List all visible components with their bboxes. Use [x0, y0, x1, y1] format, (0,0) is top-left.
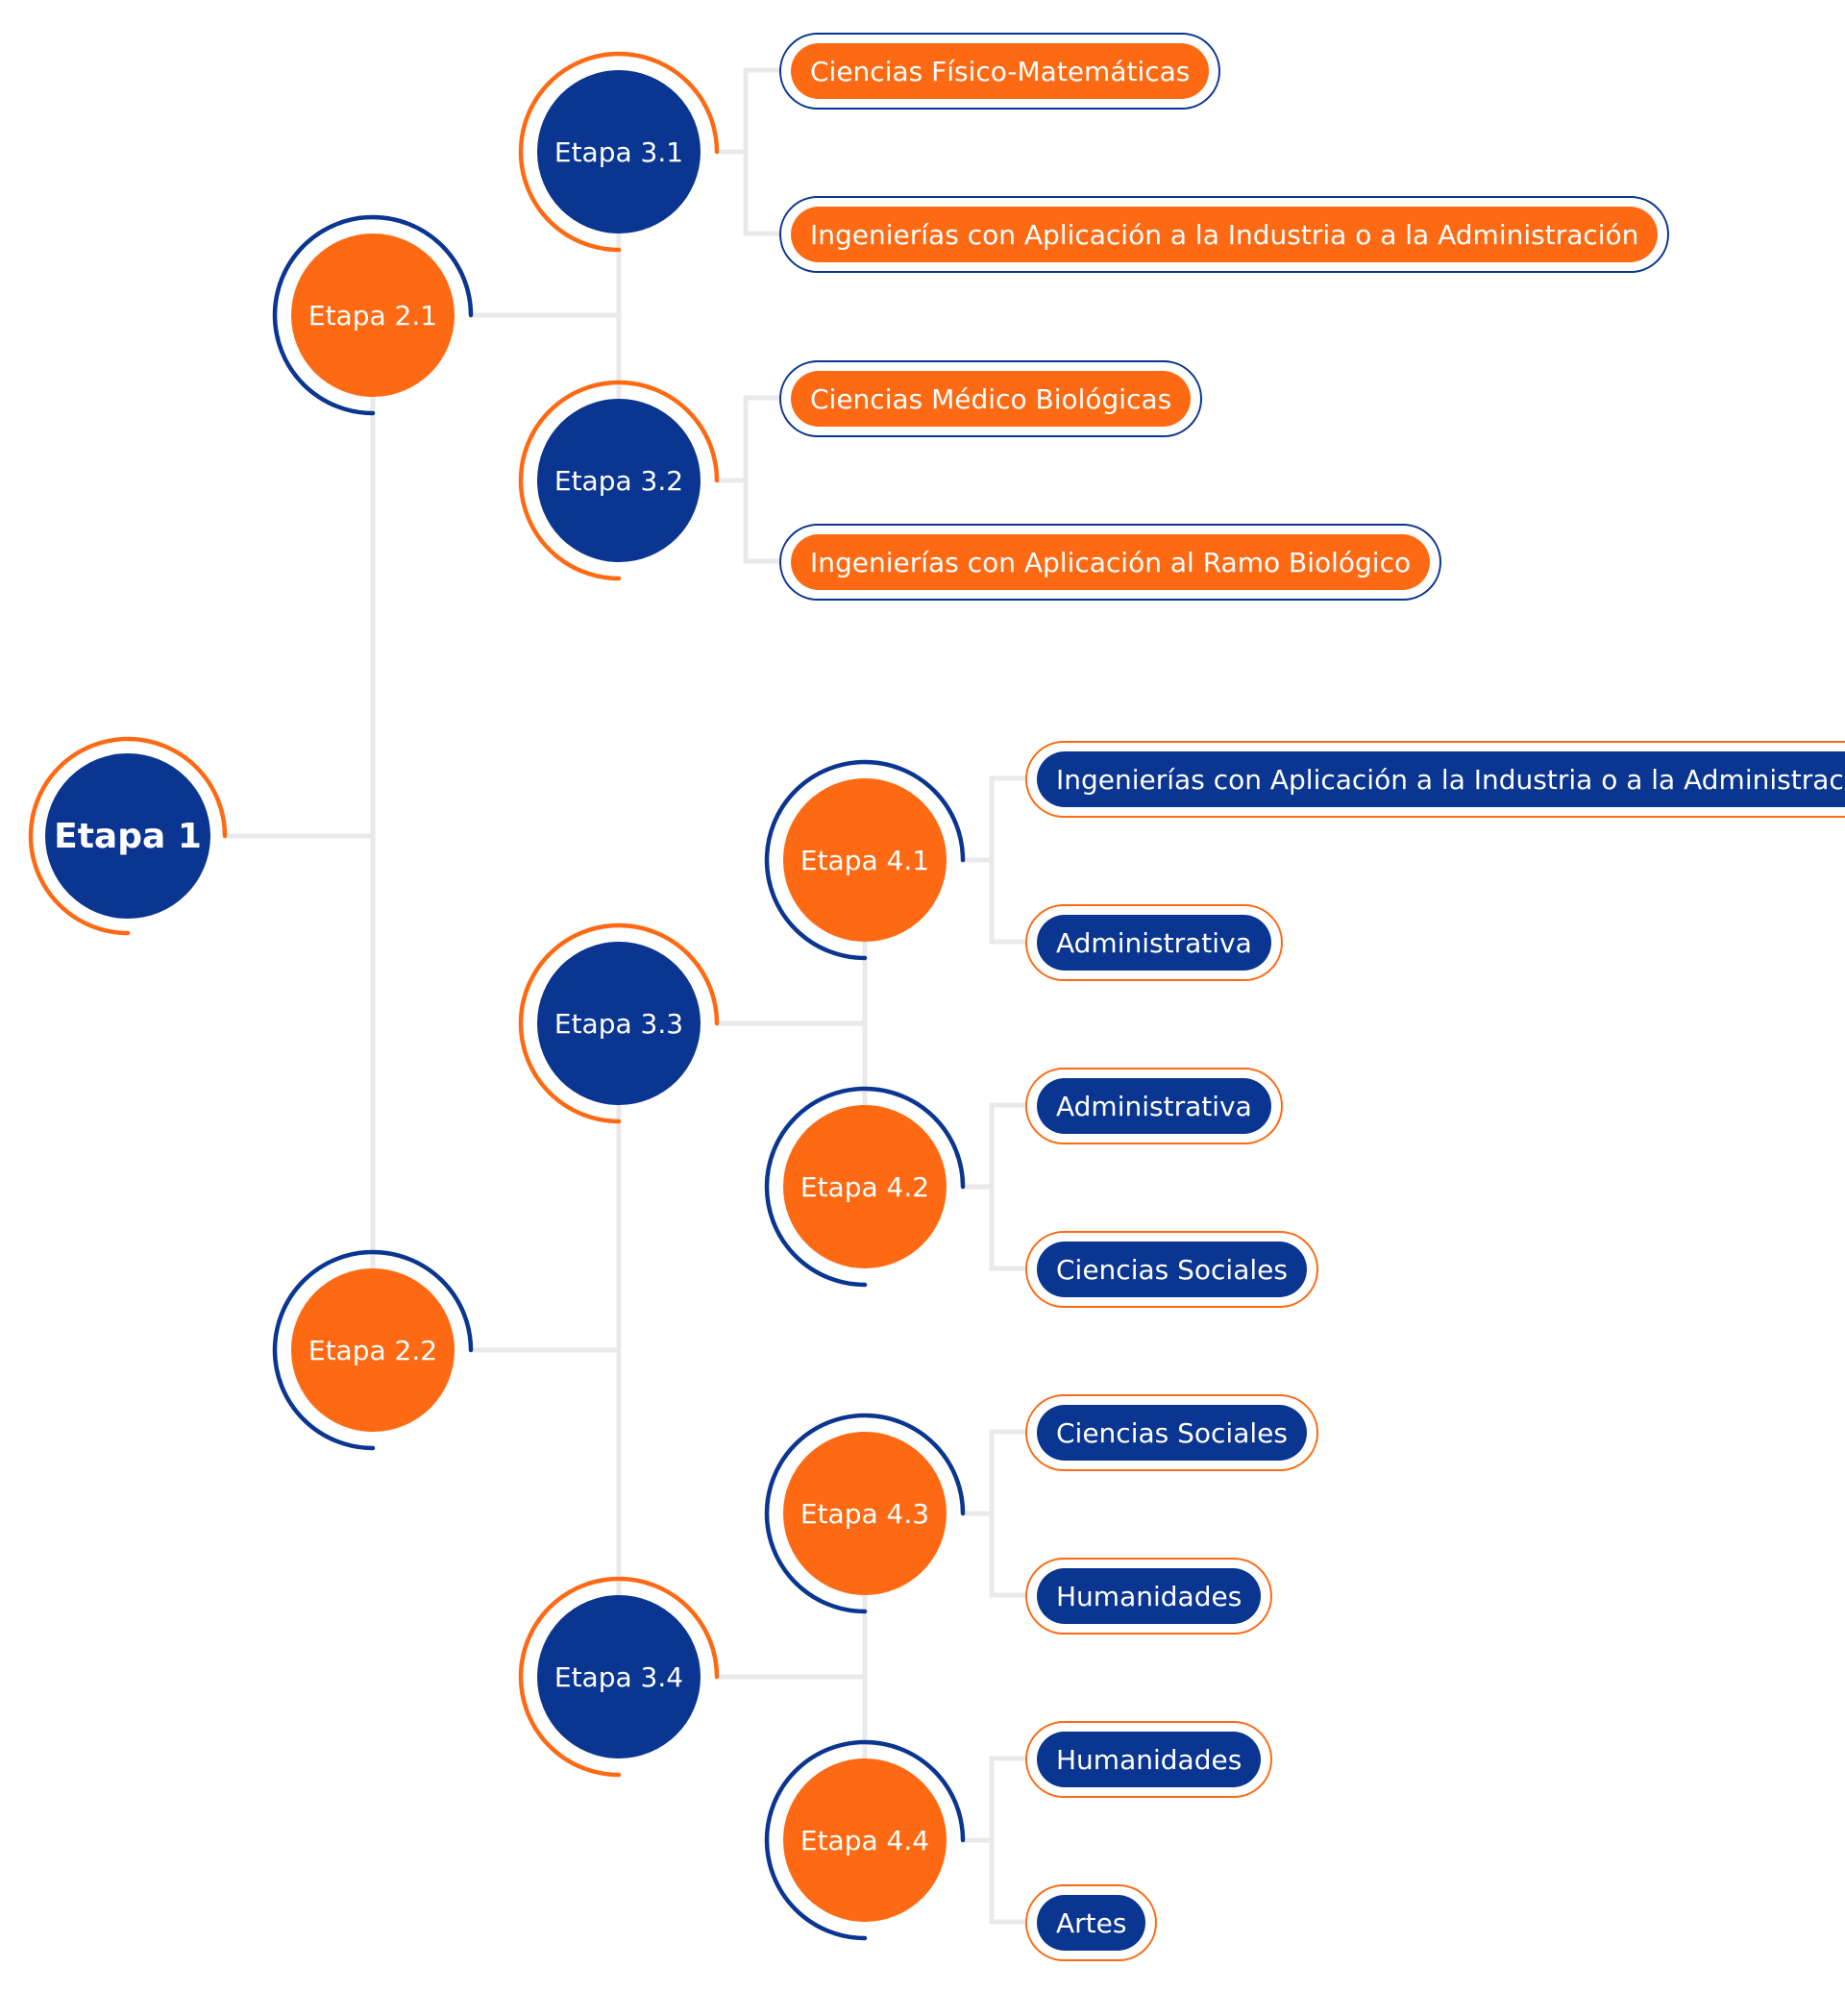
- stage-label: Etapa 4.2: [800, 1170, 930, 1203]
- stage-label: Etapa 3.4: [554, 1660, 684, 1693]
- stage-label: Etapa 3.3: [554, 1007, 684, 1040]
- stage-label: Etapa 4.4: [800, 1824, 930, 1856]
- stage-label: Etapa 4.3: [800, 1497, 930, 1530]
- outcome-pill[interactable]: Ingenierías con Aplicación a la Industri…: [1025, 741, 1845, 818]
- outcome-label: Ingenierías con Aplicación a la Industri…: [1037, 751, 1845, 807]
- outcome-pill[interactable]: Humanidades: [1025, 1558, 1273, 1635]
- outcome-label: Ciencias Médico Biológicas: [791, 371, 1192, 427]
- stage-node-etapa-4-1[interactable]: Etapa 4.1: [783, 778, 947, 942]
- outcome-label: Ciencias Sociales: [1037, 1405, 1307, 1461]
- outcome-pill[interactable]: Ingenierías con Aplicación a la Industri…: [779, 196, 1670, 273]
- outcome-label: Ingenierías con Aplicación a la Industri…: [791, 207, 1659, 262]
- stage-node-etapa-2-2[interactable]: Etapa 2.2: [291, 1268, 455, 1432]
- stage-node-etapa-4-4[interactable]: Etapa 4.4: [783, 1758, 947, 1922]
- outcome-pill[interactable]: Artes: [1025, 1884, 1158, 1961]
- outcome-pill[interactable]: Ciencias Médico Biológicas: [779, 360, 1203, 437]
- stage-node-etapa-3-2[interactable]: Etapa 3.2: [537, 399, 701, 562]
- stage-label: Etapa 1: [54, 816, 202, 856]
- stage-label: Etapa 2.2: [308, 1334, 438, 1366]
- outcome-pill[interactable]: Humanidades: [1025, 1721, 1273, 1798]
- outcome-label: Administrativa: [1037, 915, 1271, 971]
- stage-node-etapa-4-3[interactable]: Etapa 4.3: [783, 1432, 947, 1595]
- outcome-label: Ingenierías con Aplicación al Ramo Bioló…: [791, 534, 1431, 590]
- stage-label: Etapa 3.1: [554, 135, 684, 168]
- outcome-label: Humanidades: [1037, 1732, 1262, 1787]
- outcome-pill[interactable]: Administrativa: [1025, 904, 1283, 981]
- outcome-pill[interactable]: Ingenierías con Aplicación al Ramo Bioló…: [779, 524, 1442, 601]
- outcome-label: Artes: [1037, 1895, 1146, 1951]
- outcome-label: Ciencias Sociales: [1037, 1242, 1307, 1297]
- outcome-pill[interactable]: Ciencias Físico-Matemáticas: [779, 33, 1221, 110]
- outcome-pill[interactable]: Ciencias Sociales: [1025, 1231, 1318, 1308]
- stage-node-etapa-3-3[interactable]: Etapa 3.3: [537, 942, 701, 1105]
- outcome-pill[interactable]: Administrativa: [1025, 1068, 1283, 1144]
- stage-node-etapa-2-1[interactable]: Etapa 2.1: [291, 234, 455, 397]
- outcome-label: Humanidades: [1037, 1568, 1262, 1624]
- stage-label: Etapa 4.1: [800, 844, 930, 876]
- stage-node-etapa-4-2[interactable]: Etapa 4.2: [783, 1105, 947, 1268]
- outcome-label: Administrativa: [1037, 1078, 1271, 1134]
- stage-label: Etapa 2.1: [308, 299, 438, 332]
- outcome-label: Ciencias Físico-Matemáticas: [791, 43, 1210, 99]
- outcome-pill[interactable]: Ciencias Sociales: [1025, 1394, 1318, 1471]
- stage-label: Etapa 3.2: [554, 464, 684, 497]
- stage-node-etapa-3-1[interactable]: Etapa 3.1: [537, 70, 701, 234]
- stage-node-etapa-1[interactable]: Etapa 1: [45, 753, 210, 919]
- stage-node-etapa-3-4[interactable]: Etapa 3.4: [537, 1595, 701, 1758]
